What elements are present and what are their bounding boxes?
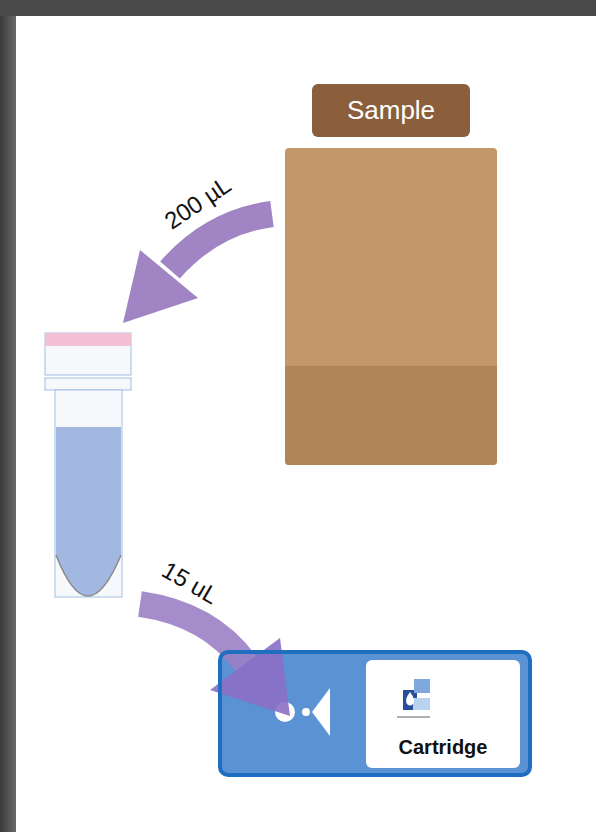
tube-liquid: [56, 427, 121, 596]
tube-cap: [45, 333, 131, 375]
logo-part: [413, 698, 430, 710]
tube-cap-top: [45, 333, 131, 346]
sample-sediment: [285, 366, 497, 465]
sample-container: [285, 148, 497, 465]
tag-text: Sample: [312, 96, 470, 126]
frame-left: [0, 0, 16, 832]
text-holder: Cartridge: [366, 736, 520, 759]
cartridge-box: Cartridge: [218, 650, 532, 777]
text-holder: Sample: [312, 96, 470, 126]
tube-ring: [45, 378, 131, 390]
volume-label: 15 uL: [157, 557, 222, 610]
arrow-head: [123, 250, 198, 323]
cartridge-panel: [366, 660, 520, 768]
logo-part: [414, 679, 430, 693]
sample-tag: Sample: [312, 84, 470, 137]
chamber: [312, 688, 330, 736]
logo-drop: [406, 692, 414, 706]
tube-body: [55, 390, 122, 597]
frame-top: [0, 0, 596, 16]
channel-port: [302, 708, 310, 716]
node-text: Cartridge: [366, 736, 520, 759]
transfer-arrow: [140, 604, 246, 664]
tube-bottom: [56, 555, 121, 596]
logo-line: [397, 716, 430, 718]
volume-label: 200 µL: [160, 171, 236, 234]
